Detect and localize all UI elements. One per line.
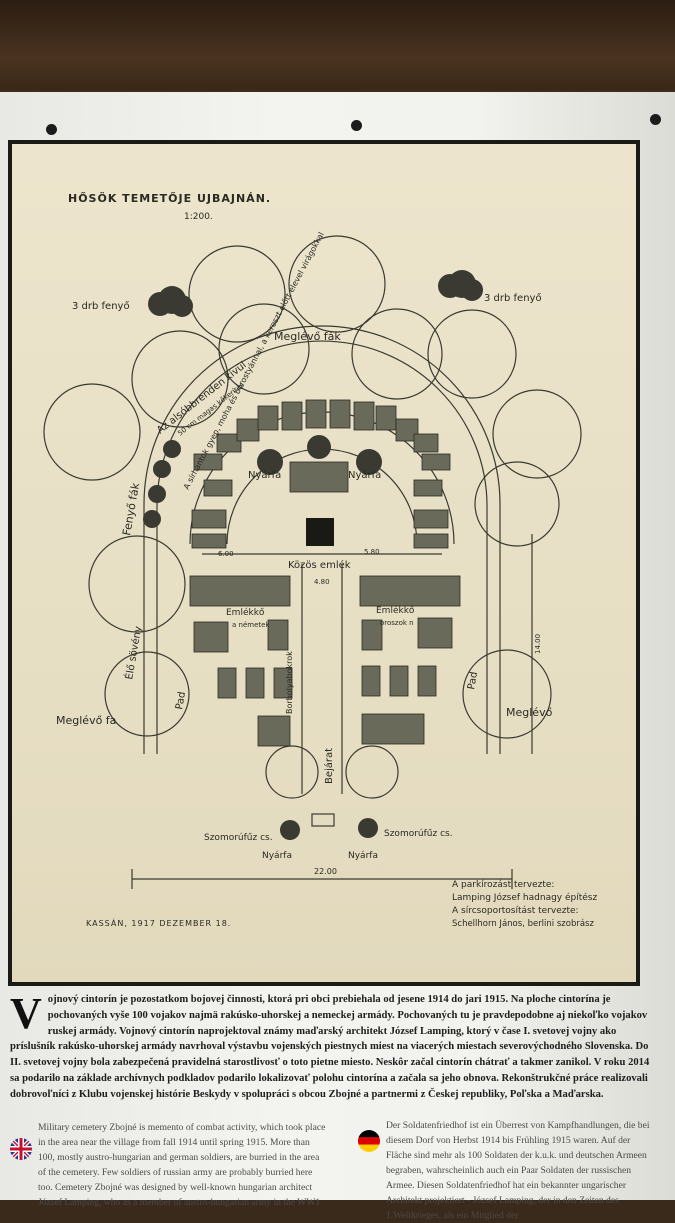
inner-arc-label: A sírhantok gyep, moha és borostyánnal, … bbox=[181, 230, 326, 491]
plan-drawing: HŐSÖK TEMETŐJE UJBAJNÁN. 1:200. 3 drb fe… bbox=[43, 191, 597, 929]
left-pines-label: 3 drb fenyő bbox=[72, 300, 130, 312]
de-flag-icon bbox=[358, 1130, 380, 1152]
plan-scale: 1:200. bbox=[184, 212, 213, 222]
existing-left-label: Meglévő fa bbox=[56, 714, 116, 727]
rivet-icon bbox=[46, 124, 57, 135]
right-pines-label: 3 drb fenyő bbox=[484, 292, 542, 304]
credit-line-3: A sírcsoportosítást tervezte: bbox=[452, 906, 579, 916]
credit-line-2: Lamping József hadnagy építész bbox=[452, 892, 597, 903]
cemetery-plan: HŐSÖK TEMETŐJE UJBAJNÁN. 1:200. 3 drb fe… bbox=[12, 144, 636, 982]
existing-right-label: Meglévő bbox=[506, 706, 553, 719]
existing-trees-top-label: Meglévő fák bbox=[274, 330, 341, 343]
memorial-left-sub: a németek bbox=[232, 621, 270, 629]
poplar-bottom-left-label: Nyárfa bbox=[262, 851, 292, 861]
credit-line-1: A parkírozást tervezte: bbox=[452, 880, 554, 890]
rivet-icon bbox=[351, 120, 362, 131]
dim-vertical: 14.00 bbox=[534, 634, 542, 654]
poplar-left-label: Nyárfa bbox=[248, 469, 281, 481]
willow-left-label: Szomorúfűz cs. bbox=[204, 833, 273, 843]
german-text: Der Soldatenfriedhof ist ein Überrest vo… bbox=[386, 1120, 650, 1221]
credit-line-4: Schellhorn János, berlini szobrász bbox=[452, 919, 594, 929]
dim-600: 6.00 bbox=[218, 550, 234, 558]
dim-total: 22.00 bbox=[314, 867, 337, 876]
bench-left-label: Pad bbox=[174, 691, 188, 711]
willow-right-label: Szomorúfűz cs. bbox=[384, 829, 453, 839]
common-memorial-label: Közös emlék bbox=[288, 559, 351, 571]
memorial-right-label: Emlékkő bbox=[376, 605, 415, 616]
common-memorial-marker bbox=[306, 518, 334, 546]
poplar-bottom-right-label: Nyárfa bbox=[348, 851, 378, 861]
dropcap: V bbox=[10, 989, 42, 1038]
bench-right-label: Pad bbox=[466, 671, 480, 691]
rivet-icon bbox=[650, 114, 661, 125]
memorial-right-sub: oroszok n bbox=[380, 619, 414, 627]
memorial-left-label: Emlékkő bbox=[226, 607, 265, 618]
poplar-right-label: Nyárfa bbox=[348, 469, 381, 481]
wooden-frame-top bbox=[0, 0, 675, 105]
uk-flag-icon bbox=[10, 1138, 32, 1160]
english-text: Military cemetery Zbojné is memento of c… bbox=[38, 1122, 326, 1208]
plan-title: HŐSÖK TEMETŐJE UJBAJNÁN. bbox=[68, 191, 271, 205]
plan-date: KASSÁN, 1917 DEZEMBER 18. bbox=[86, 917, 231, 928]
dim-580: 5.80 bbox=[364, 548, 380, 556]
barberry-label: Borbolyabokrok bbox=[285, 651, 294, 714]
fenyo-fak-label: Fenyő fák bbox=[120, 481, 142, 536]
dim-480: 4.80 bbox=[314, 578, 330, 586]
entrance-label: Bejárat bbox=[323, 748, 335, 784]
slovak-text: ojnový cintorín je pozostatkom bojovej č… bbox=[10, 994, 650, 1100]
